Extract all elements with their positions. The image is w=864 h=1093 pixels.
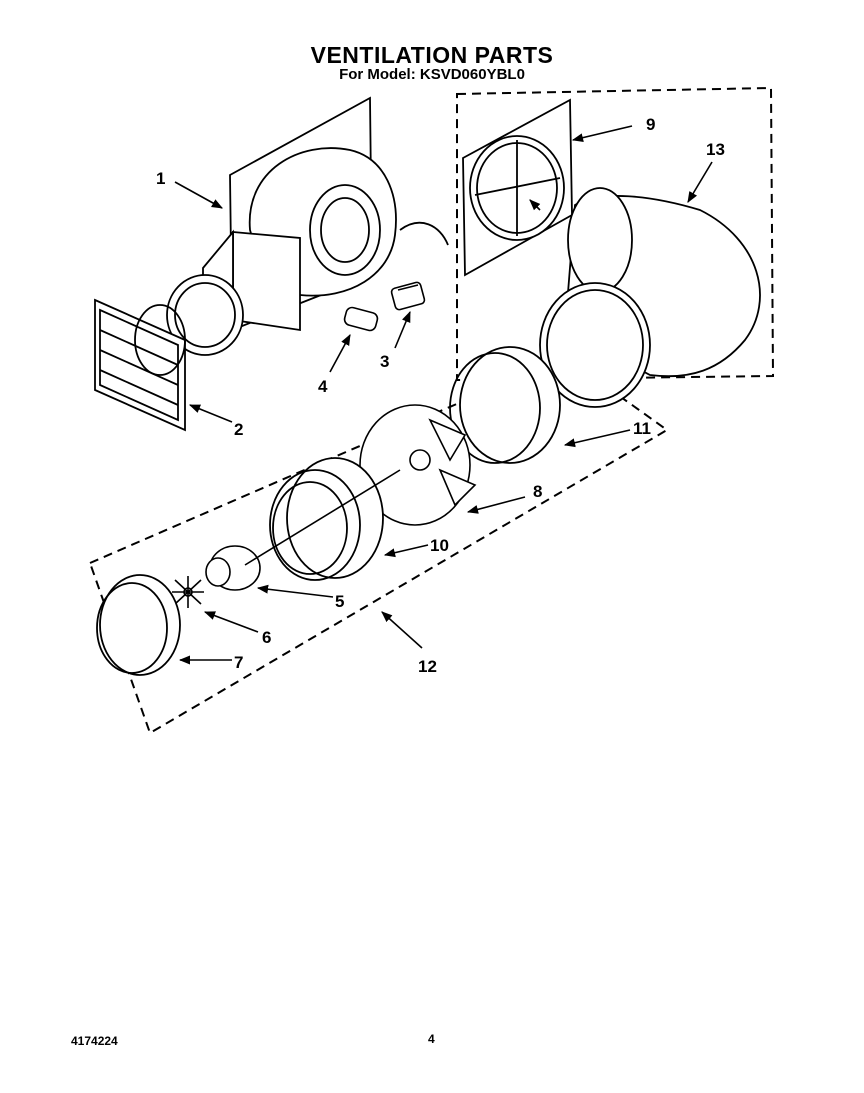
part-6-small-fan	[172, 576, 204, 608]
callout-5: 5	[335, 592, 344, 611]
callout-10: 10	[430, 536, 449, 555]
part-8-fan-blade	[359, 404, 477, 526]
leader-lines	[174, 125, 713, 665]
page-title: VENTILATION PARTS	[310, 42, 554, 68]
part-3-switch	[390, 281, 426, 311]
part-7-cover	[96, 574, 181, 676]
callout-3: 3	[380, 352, 389, 371]
callout-7: 7	[234, 653, 243, 672]
callout-9: 9	[646, 115, 655, 134]
callout-1: 1	[156, 169, 165, 188]
callout-11: 11	[633, 419, 651, 438]
part-4-knob	[343, 306, 379, 332]
part-11-ring	[449, 346, 561, 464]
page-number: 4	[428, 1032, 435, 1046]
callout-12: 12	[418, 657, 437, 676]
callout-13: 13	[706, 140, 725, 159]
callout-8: 8	[533, 482, 542, 501]
model-subtitle: For Model: KSVD060YBL0	[339, 66, 525, 83]
part-1-blower-housing	[166, 96, 449, 356]
document-number: 4174224	[71, 1034, 118, 1048]
callout-4: 4	[318, 377, 328, 396]
callout-6: 6	[262, 628, 271, 647]
callout-2: 2	[234, 420, 243, 439]
part-10-housing	[269, 457, 384, 581]
part-2-wall-louver	[94, 298, 186, 432]
part-5-motor	[205, 469, 401, 591]
part-13-elbow-duct	[539, 187, 761, 408]
assembly-outline-13	[456, 86, 775, 382]
part-9-wall-plate	[462, 98, 573, 277]
